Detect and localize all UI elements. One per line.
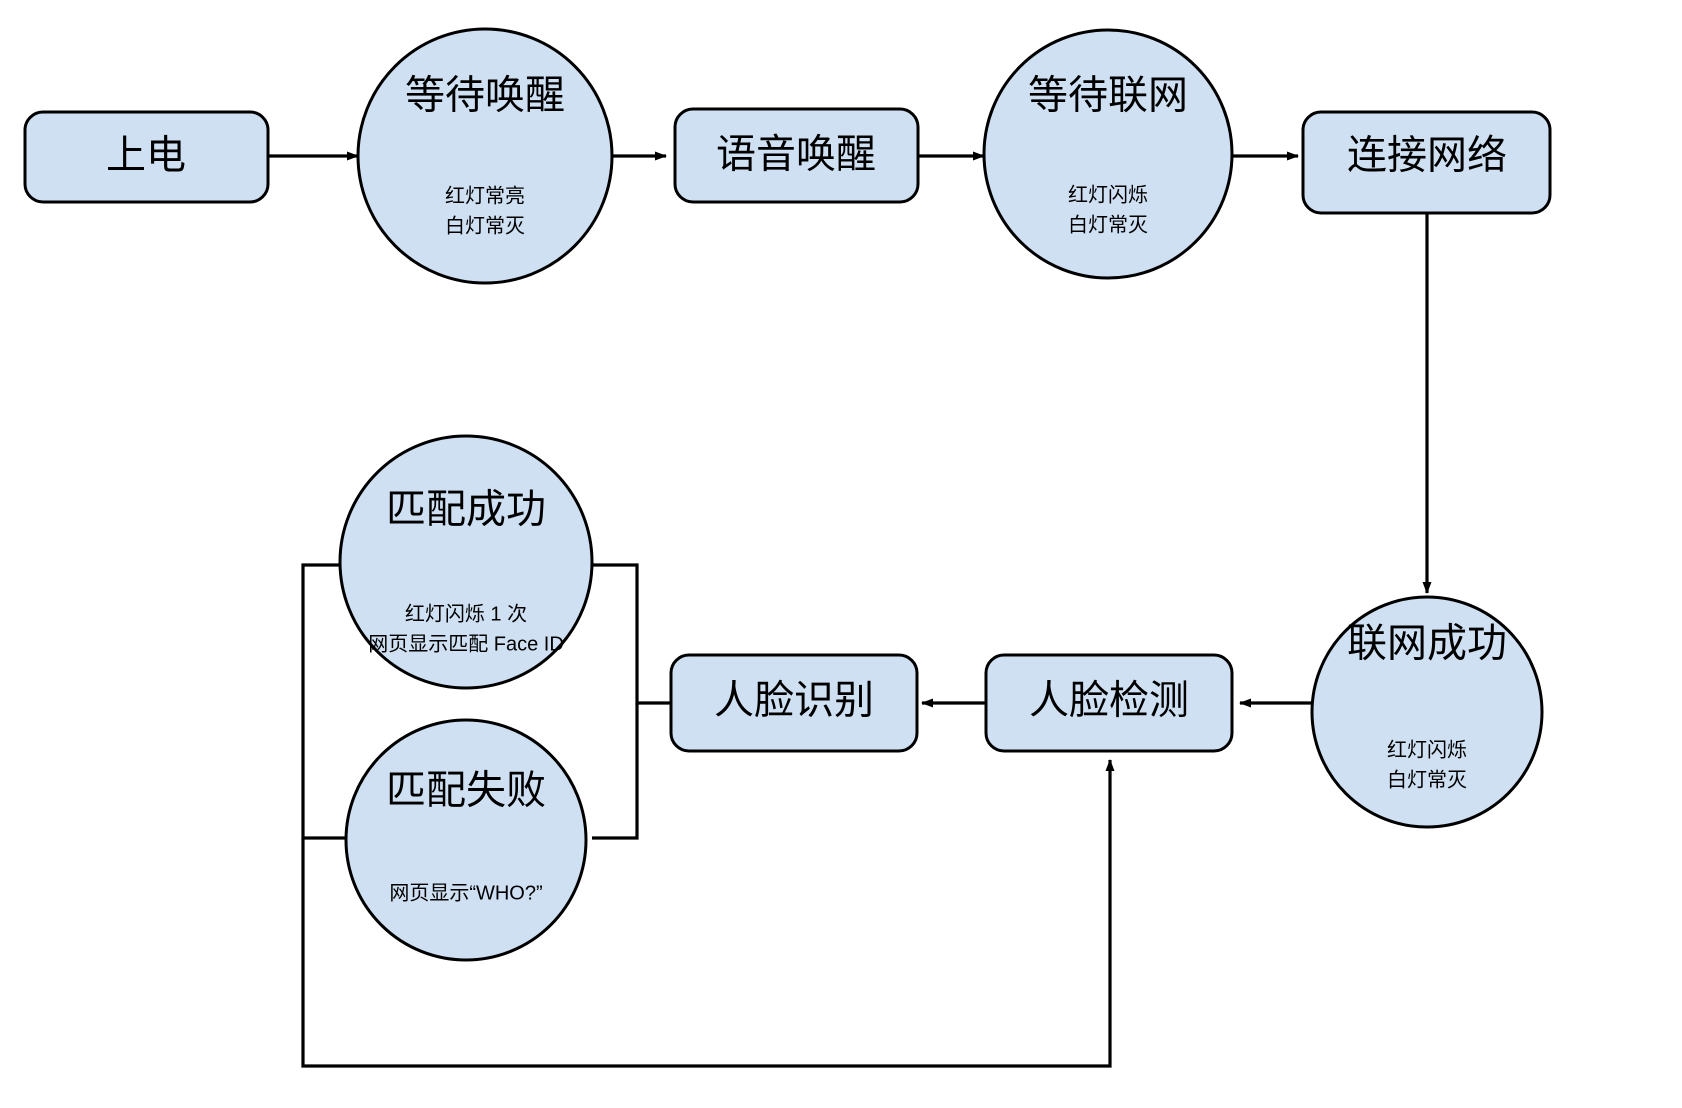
wait-wakeup-sub-1: 红灯常亮 xyxy=(445,184,525,207)
network-success-shape[interactable] xyxy=(1310,595,1544,829)
edge-match-left-bracket xyxy=(301,563,373,840)
edge-face-recognize-bracket-right xyxy=(590,563,670,705)
match-success-label: 匹配成功 xyxy=(386,488,546,532)
power-on-shape[interactable] xyxy=(23,110,270,204)
node-face-recognize[interactable]: 人脸识别 xyxy=(669,653,919,753)
node-face-detect[interactable]: 人脸检测 xyxy=(984,653,1234,753)
wait-wakeup-label: 等待唤醒 xyxy=(405,74,565,118)
wait-wakeup-sub-2: 白灯常灭 xyxy=(445,214,525,237)
node-voice-wakeup[interactable]: 语音唤醒 xyxy=(673,107,920,204)
face-recognize-label: 人脸识别 xyxy=(714,679,874,723)
match-fail-label: 匹配失败 xyxy=(386,769,546,813)
wait-network-sub-2: 白灯常灭 xyxy=(1068,213,1148,236)
node-wait-wakeup[interactable]: 等待唤醒 红灯常亮 白灯常灭 xyxy=(356,27,614,285)
face-detect-label: 人脸检测 xyxy=(1029,679,1189,723)
network-success-sub-1: 红灯闪烁 xyxy=(1387,738,1467,761)
network-success-label: 联网成功 xyxy=(1347,622,1507,666)
match-success-sub-1: 红灯闪烁 1 次 xyxy=(405,602,527,625)
node-connect-network[interactable]: 连接网络 xyxy=(1301,110,1552,215)
match-fail-sub-1: 网页显示“WHO?” xyxy=(389,882,542,904)
wait-wakeup-shape[interactable] xyxy=(356,27,614,285)
wait-network-shape[interactable] xyxy=(982,28,1234,280)
power-on-label: 上电 xyxy=(106,134,186,178)
connect-network-shape[interactable] xyxy=(1301,110,1552,215)
edge-match-fail-to-face-detect-feedback xyxy=(301,759,1115,1068)
voice-wakeup-label: 语音唤醒 xyxy=(716,133,876,177)
match-fail-shape[interactable] xyxy=(344,718,588,962)
node-network-success[interactable]: 联网成功 红灯闪烁 白灯常灭 xyxy=(1310,595,1544,829)
node-match-success[interactable]: 匹配成功 红灯闪烁 1 次 网页显示匹配 Face ID xyxy=(338,434,594,690)
edge-face-recognize-bracket-right-lower xyxy=(592,703,639,840)
node-power-on[interactable]: 上电 xyxy=(23,110,270,204)
face-recognize-shape[interactable] xyxy=(669,653,919,753)
match-success-sub-2: 网页显示匹配 Face ID xyxy=(368,633,564,655)
network-success-sub-2: 白灯常灭 xyxy=(1387,768,1467,791)
face-detect-shape[interactable] xyxy=(984,653,1234,753)
wait-network-label: 等待联网 xyxy=(1028,74,1188,118)
wait-network-sub-1: 红灯闪烁 xyxy=(1068,183,1148,206)
connect-network-label: 连接网络 xyxy=(1347,134,1507,178)
match-success-shape[interactable] xyxy=(338,434,594,690)
node-match-fail[interactable]: 匹配失败 网页显示“WHO?” xyxy=(344,718,588,962)
node-wait-network[interactable]: 等待联网 红灯闪烁 白灯常灭 xyxy=(982,28,1234,280)
connector-layer xyxy=(268,151,1432,1068)
voice-wakeup-shape[interactable] xyxy=(673,107,920,204)
